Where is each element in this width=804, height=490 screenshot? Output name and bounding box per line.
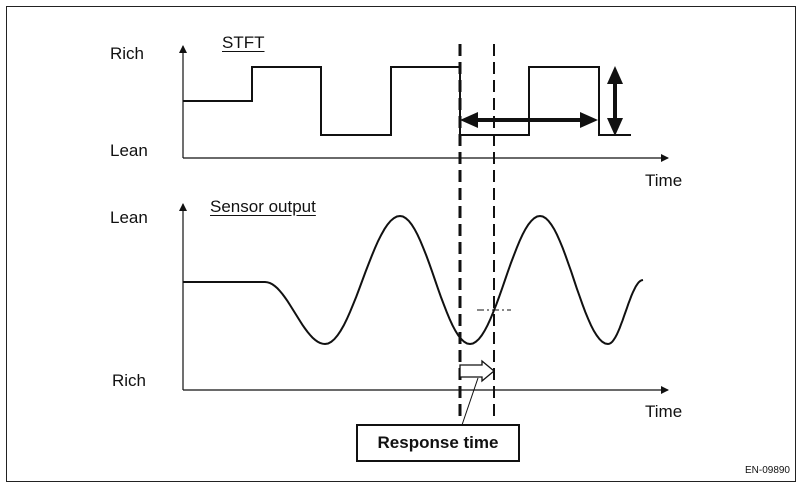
top-rich-label: Rich — [110, 44, 145, 63]
figure-frame — [6, 6, 796, 482]
top-time-label: Time — [645, 171, 683, 190]
callout-leader-line — [461, 377, 479, 426]
bottom-rich-label: Rich — [112, 371, 147, 390]
stft-waveform — [183, 66, 631, 136]
sensor-output-title: Sensor output — [210, 197, 316, 216]
top-lean-label: Lean — [110, 141, 148, 160]
bottom-lean-label: Lean — [110, 208, 148, 227]
bottom-time-label: Time — [645, 402, 683, 421]
period-double-arrow — [460, 112, 598, 128]
response-time-label: Response time — [377, 433, 499, 452]
stft-title: STFT — [222, 33, 265, 52]
figure-code: EN-09890 — [744, 465, 790, 476]
response-time-callout: Response time — [356, 424, 520, 462]
sensor-output-waveform — [183, 214, 644, 346]
amplitude-double-arrow — [607, 66, 623, 136]
response-time-arrow — [459, 359, 496, 383]
